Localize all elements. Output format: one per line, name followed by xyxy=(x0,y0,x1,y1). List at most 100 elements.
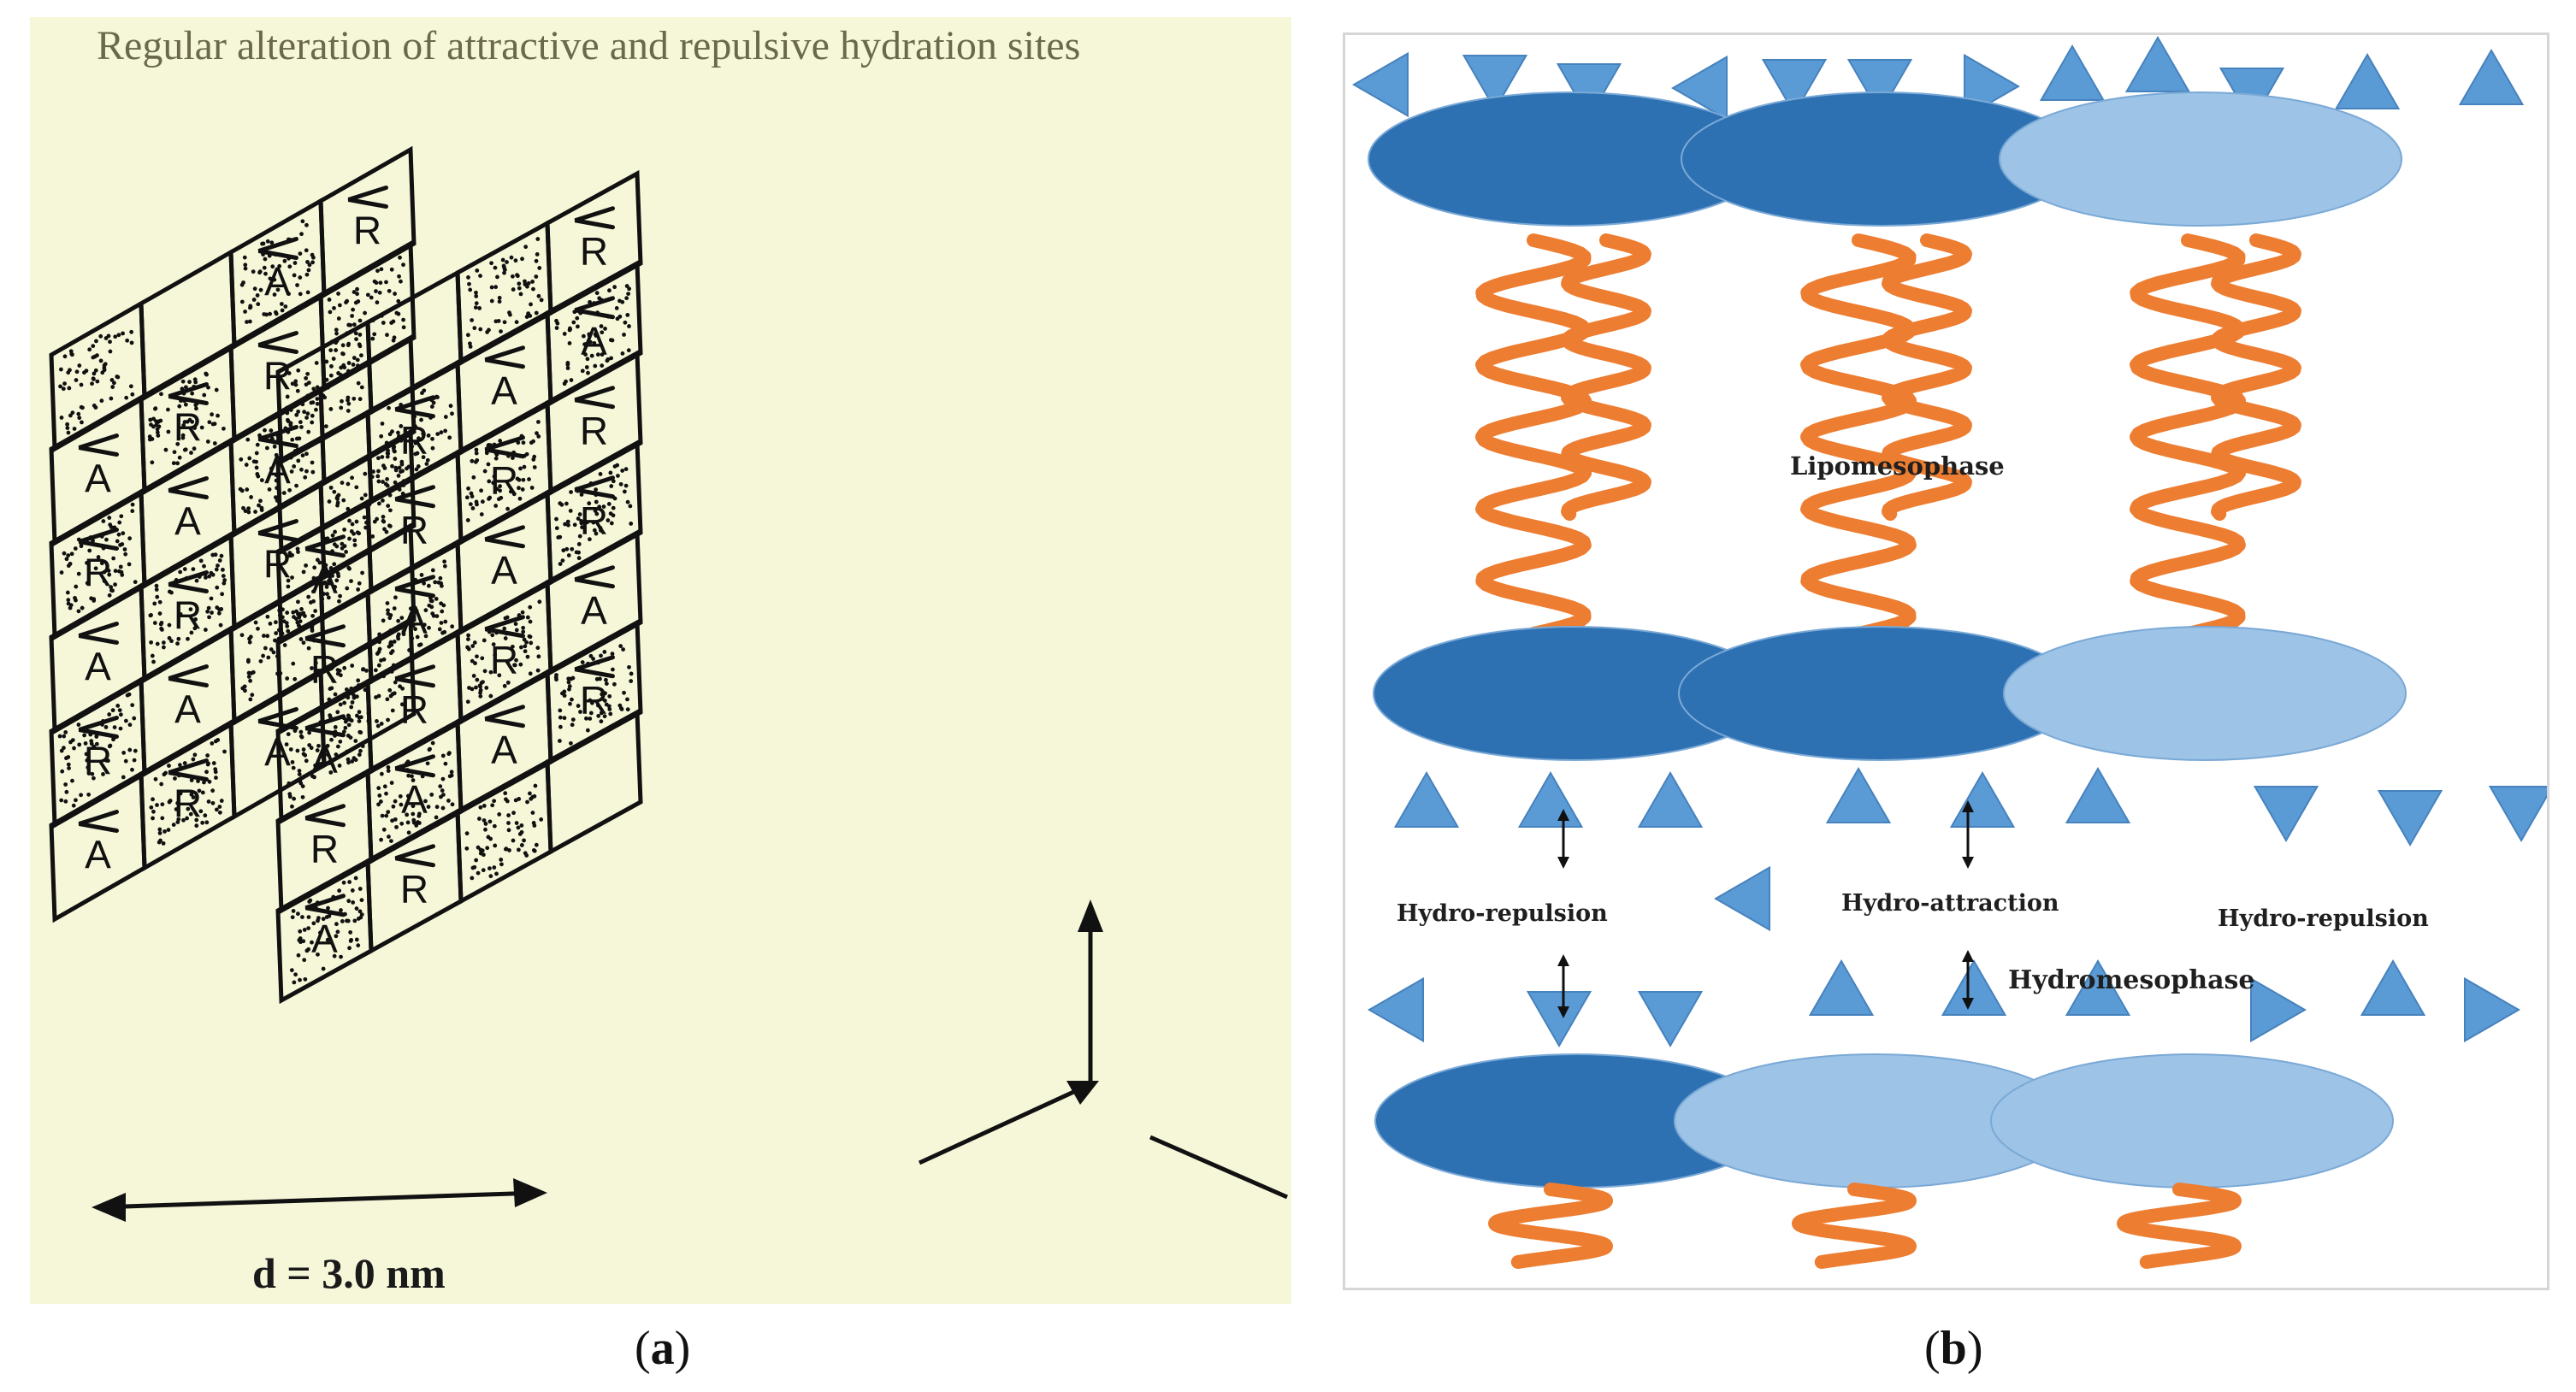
back-stipple-dot xyxy=(269,647,274,652)
front-stipple-dot xyxy=(386,611,391,616)
front-stipple-dot xyxy=(295,911,300,917)
back-stipple-dot xyxy=(299,467,304,472)
front-stipple-dot xyxy=(327,761,332,765)
back-stipple-dot xyxy=(217,558,222,563)
back-stipple-dot xyxy=(310,666,314,670)
front-stipple-dot xyxy=(285,394,290,399)
back-stipple-dot xyxy=(298,275,303,280)
back-stipple-dot xyxy=(331,678,336,683)
back-stipple-dot xyxy=(127,562,132,567)
front-stipple-dot xyxy=(311,921,316,926)
back-stipple-dot xyxy=(272,292,277,297)
attraction-arrow-icon xyxy=(168,664,209,687)
front-stipple-dot xyxy=(625,499,630,504)
back-stipple-dot xyxy=(387,508,393,513)
front-stipple-dot xyxy=(629,671,634,676)
front-stipple-dot xyxy=(397,465,402,470)
back-stipple-dot xyxy=(304,469,309,474)
back-stipple-dot xyxy=(77,416,82,421)
front-stipple-dot xyxy=(596,713,601,718)
back-stipple-dot xyxy=(186,806,191,811)
front-stipple-dot xyxy=(291,765,296,770)
site-letter: R xyxy=(400,508,428,552)
back-stipple-dot xyxy=(254,451,259,456)
back-stipple-dot xyxy=(221,574,226,578)
front-stipple-dot xyxy=(303,976,308,982)
back-stipple-dot xyxy=(168,799,173,803)
back-stipple-dot xyxy=(251,669,256,675)
front-stipple-dot xyxy=(296,550,300,554)
front-stipple-dot xyxy=(482,669,487,674)
front-stipple-dot xyxy=(417,813,422,818)
back-stipple-dot xyxy=(372,332,377,337)
back-stipple-dot xyxy=(214,387,219,392)
front-stipple-dot xyxy=(609,356,613,361)
front-stipple-dot xyxy=(295,388,300,393)
front-stipple-dot xyxy=(297,772,302,777)
back-stipple-dot xyxy=(397,274,401,279)
front-stipple-dot xyxy=(315,401,320,406)
back-stipple-dot xyxy=(188,607,193,611)
panel-a-title: Regular alteration of attractive and rep… xyxy=(97,23,1081,68)
front-stipple-dot xyxy=(468,341,472,346)
front-stipple-dot xyxy=(389,781,394,785)
hydro-attraction-label: Hydro-attraction xyxy=(1841,890,2059,917)
back-stipple-dot xyxy=(375,719,379,723)
back-stipple-dot xyxy=(149,640,154,645)
front-stipple-dot xyxy=(399,625,404,630)
back-stipple-dot xyxy=(392,691,397,696)
back-stipple-dot xyxy=(359,496,364,501)
back-stipple-dot xyxy=(342,700,347,705)
front-stipple-dot xyxy=(376,786,381,791)
arrow-head-up xyxy=(1557,809,1569,821)
front-stipple-dot xyxy=(489,285,494,290)
back-stipple-dot xyxy=(338,739,343,744)
back-stipple-dot xyxy=(287,487,292,493)
front-stipple-dot xyxy=(400,469,405,474)
front-stipple-dot xyxy=(468,502,473,507)
back-stipple-dot xyxy=(110,588,115,593)
front-stipple-dot xyxy=(380,813,385,818)
front-stipple-dot xyxy=(399,616,405,620)
front-stipple-dot xyxy=(326,385,330,390)
front-stipple-dot xyxy=(298,612,304,617)
front-stipple-dot xyxy=(315,748,320,752)
front-stipple-dot xyxy=(597,504,602,510)
back-stipple-dot xyxy=(387,687,393,693)
front-stipple-dot xyxy=(416,820,420,824)
front-stipple-dot xyxy=(450,411,454,416)
front-stipple-dot xyxy=(301,747,306,752)
front-stipple-dot xyxy=(569,740,573,746)
back-stipple-dot xyxy=(263,646,268,651)
back-stipple-dot xyxy=(167,589,172,594)
repulsion-arrow-icon xyxy=(168,382,209,405)
back-stipple-dot xyxy=(328,373,334,378)
front-stipple-dot xyxy=(532,793,537,799)
front-stipple-dot xyxy=(491,481,496,486)
front-stipple-dot xyxy=(558,562,563,566)
back-stipple-dot xyxy=(130,767,134,772)
front-stipple-dot xyxy=(291,908,296,913)
front-stipple-dot xyxy=(570,697,574,702)
front-stipple-dot xyxy=(422,622,427,628)
front-stipple-dot xyxy=(352,396,357,401)
front-stipple-dot xyxy=(579,521,584,526)
back-stipple-dot xyxy=(176,817,181,822)
back-stipple-dot xyxy=(244,463,249,467)
front-stipple-dot xyxy=(470,458,475,463)
front-stipple-dot xyxy=(346,369,351,374)
back-stipple-dot xyxy=(72,427,77,431)
water-molecule-triangle xyxy=(1761,59,1828,115)
front-stipple-dot xyxy=(357,887,363,891)
front-stipple-dot xyxy=(528,619,533,624)
back-stipple-dot xyxy=(113,582,117,587)
front-stipple-dot xyxy=(348,939,353,943)
front-stipple-dot xyxy=(308,898,313,903)
front-stipple-dot xyxy=(446,752,452,757)
front-stipple-dot xyxy=(530,280,535,284)
front-stipple-dot xyxy=(568,509,573,513)
back-stipple-dot xyxy=(374,280,379,286)
repulsion-arrow-icon xyxy=(78,528,119,551)
front-stipple-dot xyxy=(345,749,349,754)
front-stipple-dot xyxy=(341,880,346,885)
